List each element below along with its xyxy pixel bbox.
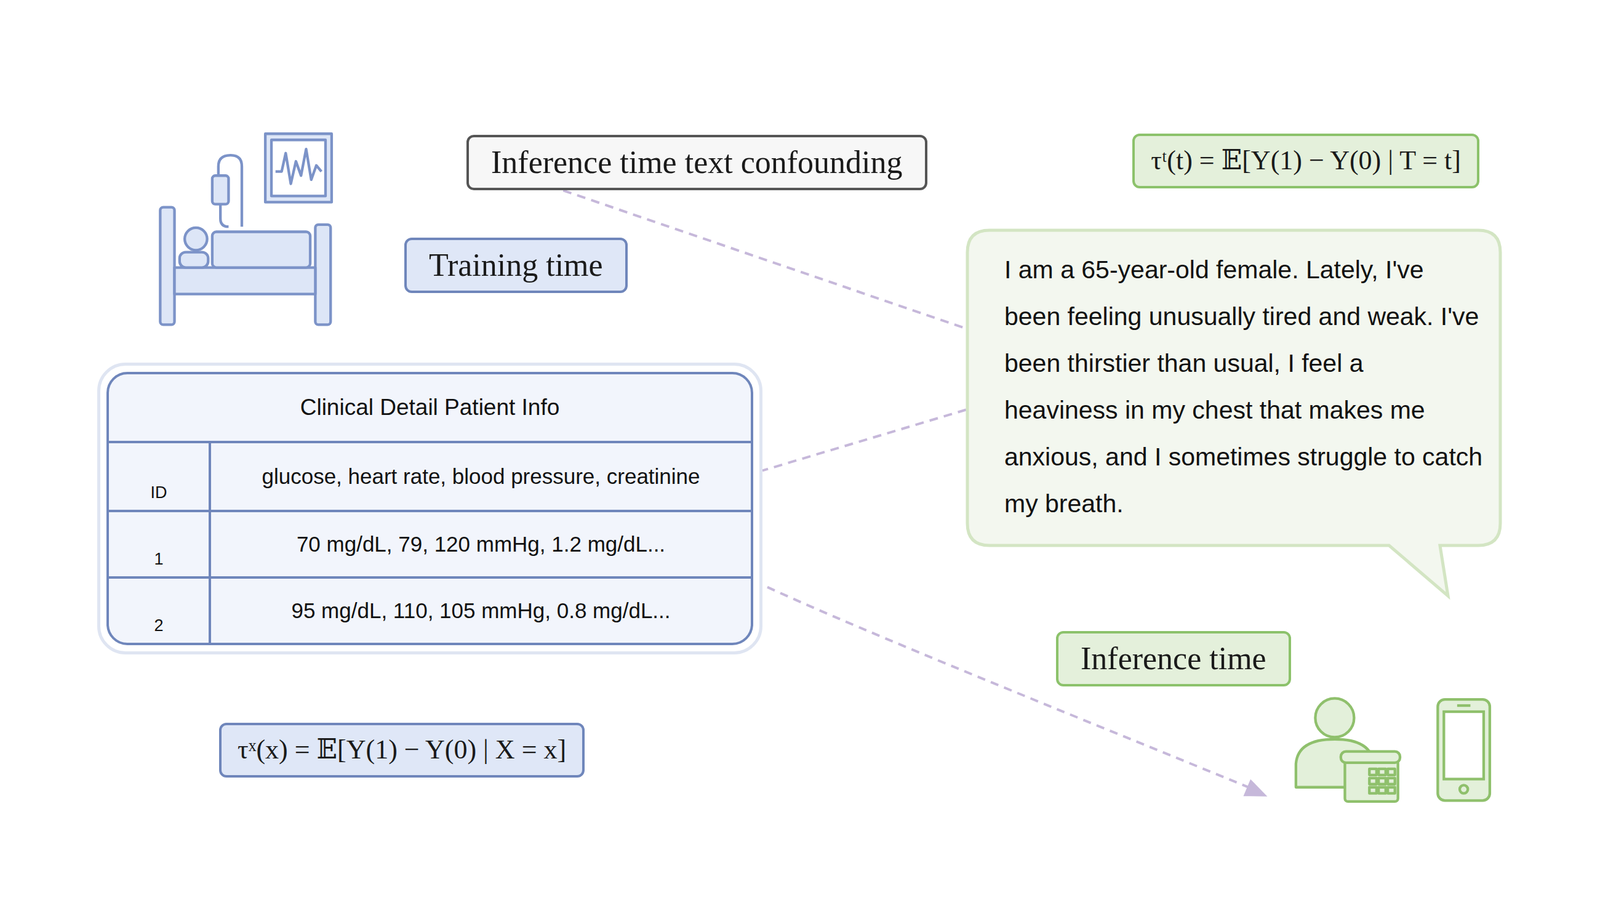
table-cell: 95 mg/dL, 110, 105 mmHg, 0.8 mg/dL... <box>211 576 751 643</box>
row-id: ID <box>150 483 168 503</box>
row-id: 1 <box>153 549 164 569</box>
phone-key <box>1387 768 1396 775</box>
phase-box: Training time <box>404 237 628 293</box>
bubble-body: I am a 65-year-old female. Lately, I've … <box>1004 246 1484 527</box>
phone-button <box>1459 784 1468 793</box>
table-cell: glucose, heart rate, blood pressure, cre… <box>211 443 751 510</box>
person-head <box>1315 697 1354 737</box>
table-cell-text: 70 mg/dL, 79, 120 mmHg, 1.2 mg/dL... <box>296 531 666 557</box>
monitor-frame <box>265 133 332 202</box>
phase-box: Inference time <box>1056 630 1292 687</box>
bed-post <box>160 207 175 325</box>
note-box: Inference time text confounding <box>466 134 928 191</box>
formula-box: τᵗ(t) = 𝔼[Y(1) − Y(0) | T = t] <box>1132 133 1480 189</box>
table-header-row: Clinical Detail Patient Info <box>108 374 751 444</box>
hospital-bed-icon <box>160 133 332 325</box>
dashed-leader <box>767 587 1252 789</box>
phone-key <box>1378 787 1386 794</box>
dashed-connector <box>762 409 967 471</box>
bed-post <box>315 224 331 325</box>
leader-arrowhead <box>1243 779 1268 797</box>
table-grid: ID glucose, heart rate, blood pressure, c… <box>108 443 751 643</box>
row-id: 2 <box>153 616 164 636</box>
phone-key <box>1369 777 1377 784</box>
table-cell: ID <box>108 443 212 510</box>
box-label: Inference time <box>1080 639 1267 678</box>
phone-screen <box>1443 711 1484 779</box>
phone-speaker <box>1457 704 1471 707</box>
box-label: Training time <box>428 246 604 285</box>
bubble-outline-path <box>967 230 1501 596</box>
table-cell-text: glucose, heart rate, blood pressure, cre… <box>261 464 700 489</box>
smartphone-icon <box>1437 699 1490 800</box>
bed-blanket <box>212 231 311 268</box>
iv-tube <box>220 204 229 227</box>
monitor-screen <box>271 139 326 196</box>
bed-frame <box>174 267 316 295</box>
formula-box: τˣ(x) = 𝔼[Y(1) − Y(0) | X = x] <box>219 722 585 778</box>
phone-body <box>1437 699 1490 800</box>
speech-bubble: I am a 65-year-old female. Lately, I've … <box>966 228 1502 598</box>
monitor-waveform <box>275 148 322 184</box>
bubble-text: I am a 65-year-old female. Lately, I've … <box>1004 246 1484 527</box>
iv-bag <box>212 175 229 204</box>
phone-key <box>1369 768 1377 775</box>
formula-text: τˣ(x) = 𝔼[Y(1) − Y(0) | X = x] <box>237 733 567 767</box>
patient-head <box>184 227 207 250</box>
table-cell: 70 mg/dL, 79, 120 mmHg, 1.2 mg/dL... <box>211 509 751 576</box>
person-phone-icon <box>1296 697 1400 802</box>
table-heading: Clinical Detail Patient Info <box>300 394 560 421</box>
data-table: Clinical Detail Patient InfoID glucose, h… <box>97 362 763 655</box>
phone-key <box>1387 777 1396 784</box>
table-cell: 1 <box>108 509 212 576</box>
box-label: Inference time text confounding <box>491 143 903 182</box>
table-cell: 2 <box>108 576 212 643</box>
desk-phone <box>1344 760 1398 802</box>
phone-handset <box>1340 751 1400 763</box>
phone-key <box>1369 787 1377 794</box>
phone-key <box>1387 787 1396 794</box>
formula-text: τᵗ(t) = 𝔼[Y(1) − Y(0) | T = t] <box>1150 144 1461 178</box>
table-frame: Clinical Detail Patient InfoID glucose, h… <box>106 371 754 645</box>
table-cell-text: 95 mg/dL, 110, 105 mmHg, 0.8 mg/dL... <box>291 598 671 623</box>
phone-key <box>1378 777 1386 784</box>
bed-pillow <box>179 252 208 268</box>
phone-key <box>1378 768 1386 775</box>
